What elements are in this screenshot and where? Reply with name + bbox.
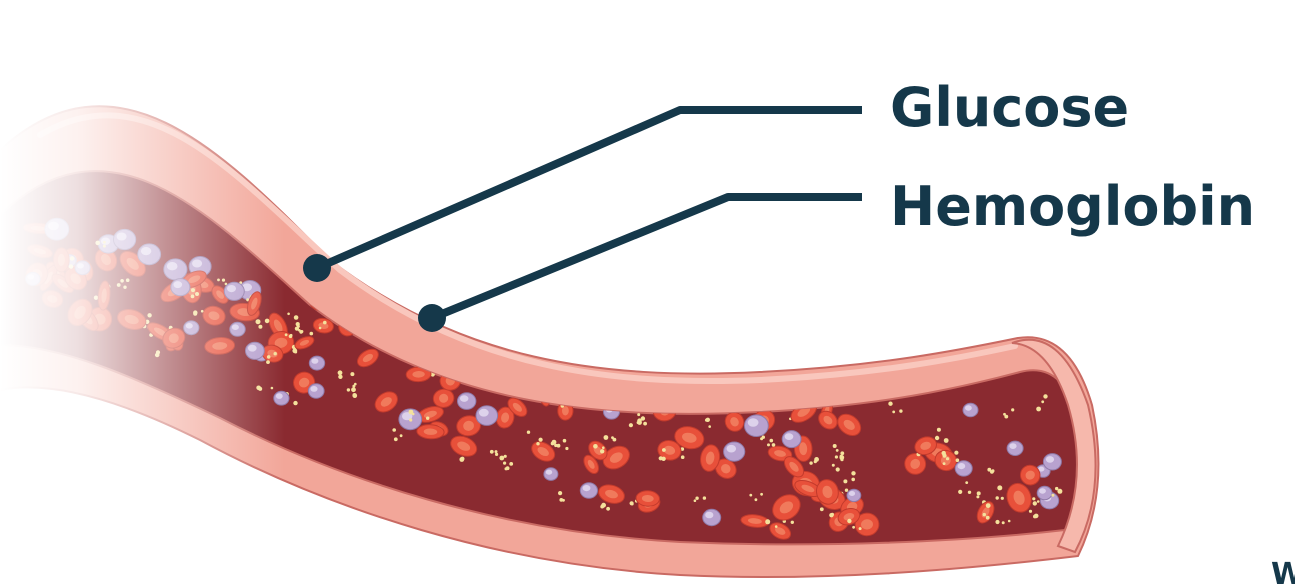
hemoglobin-marker-dot [418, 304, 446, 332]
glucose-marker-dot [303, 254, 331, 282]
hemoglobin-label: Hemoglobin [890, 180, 1255, 234]
glucose-label: Glucose [890, 81, 1129, 135]
cropped-corner-glyph: W [1271, 560, 1295, 588]
